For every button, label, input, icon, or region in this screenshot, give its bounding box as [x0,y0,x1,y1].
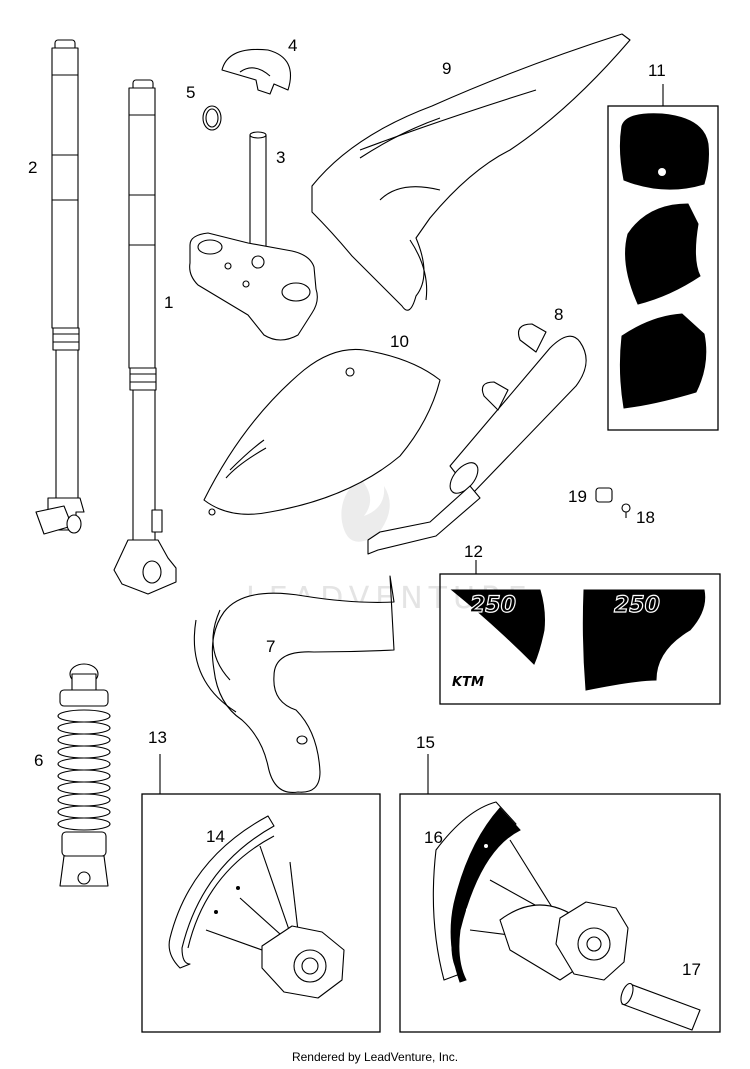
decal-frame-11 [607,84,719,431]
rear-rim-16[interactable] [432,801,521,983]
callout-8: 8 [554,305,563,324]
decal-frame-12: 250 KTM 250 [439,560,721,705]
rear-hub[interactable] [469,839,629,981]
fork-leg-2[interactable] [35,39,85,535]
footer-credit: Rendered by LeadVenture, Inc. [292,1050,458,1064]
fork-leg-1[interactable] [113,79,177,595]
callout-12: 12 [464,542,483,561]
exhaust-pipe-7[interactable] [193,575,395,794]
spacer-19[interactable] [595,487,613,503]
callout-2: 2 [28,158,37,177]
brand-decal: KTM [452,675,484,690]
cap-4[interactable] [221,48,292,95]
callout-15: 15 [416,733,435,752]
callout-14: 14 [206,827,225,846]
callout-17: 17 [682,960,701,979]
callout-13: 13 [148,728,167,747]
snap-ring-5[interactable] [202,105,222,131]
callout-7: 7 [266,637,275,656]
callout-11: 11 [648,61,666,80]
number-plate-decal[interactable] [619,113,709,190]
rear-fender-9[interactable] [311,33,631,311]
front-rim-14[interactable] [168,815,275,969]
front-hub[interactable] [205,845,345,999]
callout-4: 4 [288,36,297,55]
shroud-decal-right[interactable] [582,589,706,691]
decal-number-right: 250 [614,593,660,618]
decal-number-left: 250 [470,593,516,618]
callout-18: 18 [636,508,655,527]
callout-10: 10 [390,332,409,351]
callout-16: 16 [424,828,443,847]
rear-wheel-frame-15 [399,754,721,1033]
shroud-decal-left[interactable] [450,589,545,665]
front-wheel-frame-13 [141,754,381,1033]
bolt-18[interactable] [621,503,631,518]
side-panel-10[interactable] [203,348,441,516]
callouts: 1 2 3 4 5 6 7 8 9 10 11 12 13 14 15 16 1… [28,36,701,979]
axle-sleeve-17[interactable] [619,982,701,1031]
side-decal-lower[interactable] [619,313,707,409]
callout-9: 9 [442,59,451,78]
callout-6: 6 [34,751,43,770]
shock-absorber-6[interactable] [57,663,111,887]
triple-clamp-3[interactable] [189,131,318,341]
callout-3: 3 [276,148,285,167]
callout-1: 1 [164,293,173,312]
silencer-8[interactable] [367,323,587,555]
callout-19: 19 [568,487,587,506]
callout-5: 5 [186,83,195,102]
side-decal-upper[interactable] [625,203,701,305]
